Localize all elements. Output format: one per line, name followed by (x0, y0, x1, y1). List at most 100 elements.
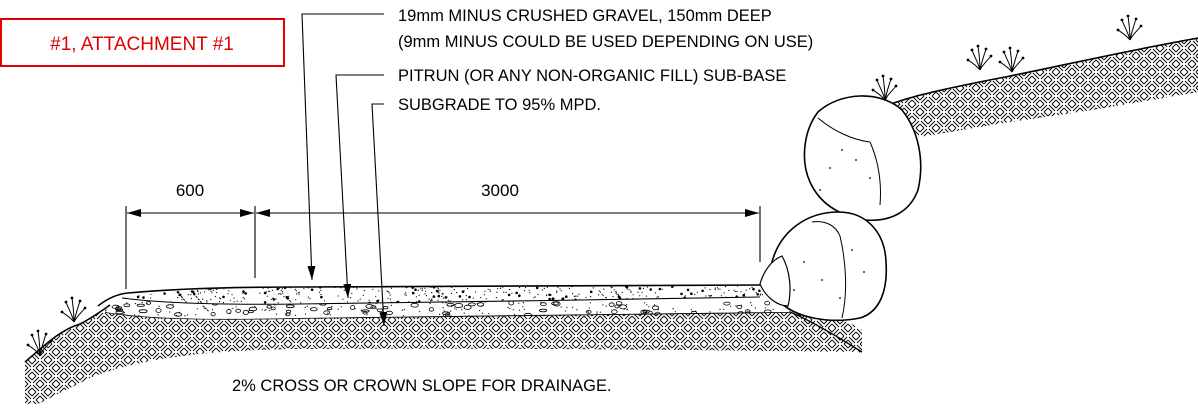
pitrun-stipple-dot (134, 314, 136, 316)
grass-seed-head (83, 306, 87, 310)
gravel-stipple-dot (244, 292, 247, 295)
pitrun-pebble (350, 305, 356, 311)
pitrun-stipple-dot (730, 305, 732, 307)
pitrun-stipple-dot (254, 306, 256, 308)
gravel-stipple-dot (561, 298, 563, 300)
gravel-stipple-dot (462, 299, 464, 301)
gravel-stipple-dot (242, 290, 245, 293)
leader-lines (301, 13, 388, 327)
gravel-stipple-dot (263, 301, 267, 304)
gravel-stipple-dot (649, 288, 652, 291)
gravel-stipple-dot (501, 299, 503, 301)
pitrun-pebble (619, 304, 627, 310)
gravel-stipple-dot (489, 290, 491, 292)
pitrun-pebble (538, 308, 548, 313)
gravel-stipple-dot (610, 291, 612, 293)
pitrun-stipple-dot (306, 305, 308, 307)
gravel-stipple-dot (444, 296, 448, 299)
gravel-stipple-dot (598, 290, 600, 292)
gravel-stipple-dot (388, 292, 390, 294)
gravel-stipple-dot (188, 286, 190, 288)
pitrun-pebble (155, 307, 162, 313)
gravel-stipple-dot (351, 292, 353, 294)
gravel-stipple-dot (320, 289, 322, 291)
gravel-stipple-dot (307, 296, 309, 298)
grass-tuft-icon (1116, 14, 1143, 41)
gravel-stipple-dot (375, 295, 377, 297)
pitrun-stipple-dot (196, 308, 198, 310)
gravel-layer (97, 284, 772, 307)
boulder-small (759, 255, 791, 307)
gravel-stipple-dot (357, 300, 359, 302)
gravel-stipple-dot (200, 301, 202, 303)
pitrun-stipple-dot (390, 304, 392, 306)
gravel-stipple-dot (222, 295, 225, 299)
gravel-stipple-dot (612, 295, 614, 298)
gravel-stipple-dot (143, 286, 145, 288)
pitrun-stipple-dot (126, 302, 128, 304)
pitrun-pebble (136, 303, 145, 307)
gravel-stipple-dot (297, 292, 299, 294)
gravel-stipple-dot (578, 293, 580, 295)
gravel-stipple-dot (270, 298, 272, 300)
gravel-stipple-dot (271, 289, 274, 291)
gravel-stipple-dot (656, 296, 658, 298)
gravel-stipple-dot (576, 295, 579, 297)
gravel-stipple-dot (551, 297, 555, 301)
gravel-stipple-dot (135, 288, 137, 290)
gravel-stipple-dot (535, 286, 539, 290)
gravel-base-line (121, 296, 761, 305)
gravel-stipple-dot (626, 288, 628, 290)
grass-seed-head (871, 88, 875, 92)
pitrun-stipple-dot (146, 303, 148, 305)
gravel-stipple-dot (543, 287, 545, 289)
gravel-stipple-dot (417, 289, 419, 291)
gravel-stipple-dot (368, 299, 370, 301)
gravel-stipple-dot (701, 289, 704, 293)
gravel-stipple-dot (515, 291, 518, 295)
pitrun-stipple-dot (518, 309, 521, 311)
gravel-stipple-dot (185, 301, 187, 303)
pitrun-pebble (467, 302, 476, 307)
pitrun-stipple-dot (203, 306, 205, 308)
pitrun-pebble (323, 310, 331, 315)
gravel-stipple-dot (437, 288, 439, 290)
pitrun-pebble (138, 309, 148, 314)
pitrun-pebble (309, 307, 318, 312)
gravel-stipple-dot (630, 291, 632, 293)
gravel-stipple-dot (310, 288, 314, 292)
pitrun-pebble (454, 302, 464, 308)
grass-tuft-icon (26, 329, 53, 356)
gravel-stipple-dot (198, 299, 200, 301)
gravel-stipple-dot (378, 299, 380, 301)
gravel-stipple-dot (337, 295, 339, 297)
gravel-stipple-dot (432, 295, 436, 298)
gravel-stipple-dot (659, 288, 661, 290)
pitrun-stipple-dot (522, 302, 525, 304)
gravel-stipple-dot (160, 286, 162, 288)
gravel-stipple-dot (511, 292, 513, 294)
gravel-stipple-dot (177, 297, 179, 299)
gravel-stipple-dot (696, 291, 699, 293)
gravel-stipple-dot (690, 292, 693, 296)
grass-seed-head (894, 84, 898, 88)
pitrun-pebble (736, 304, 743, 309)
title-box: #1, ATTACHMENT #1 (0, 18, 285, 67)
gravel-stipple-dot (428, 298, 430, 300)
gravel-stipple-dot (197, 298, 199, 300)
gravel-stipple-dot (758, 289, 761, 293)
pitrun-stipple-dot (450, 305, 452, 307)
grass-seed-head (36, 329, 40, 333)
gravel-stipple-dot (323, 300, 326, 302)
boulder-speckle (851, 249, 853, 251)
pitrun-stipple-dot (596, 311, 598, 313)
gravel-stipple-dot (556, 290, 558, 292)
gravel-stipple-dot (439, 289, 441, 291)
boulder-upper (803, 95, 922, 222)
pitrun-stipple-dot (750, 302, 752, 304)
grass-blades (1117, 15, 1142, 41)
gravel-stipple-dot (282, 292, 284, 294)
gravel-stipple-dot (638, 287, 642, 290)
gravel-stipple-dot (295, 290, 297, 292)
gravel-stipple-dot (507, 293, 511, 297)
